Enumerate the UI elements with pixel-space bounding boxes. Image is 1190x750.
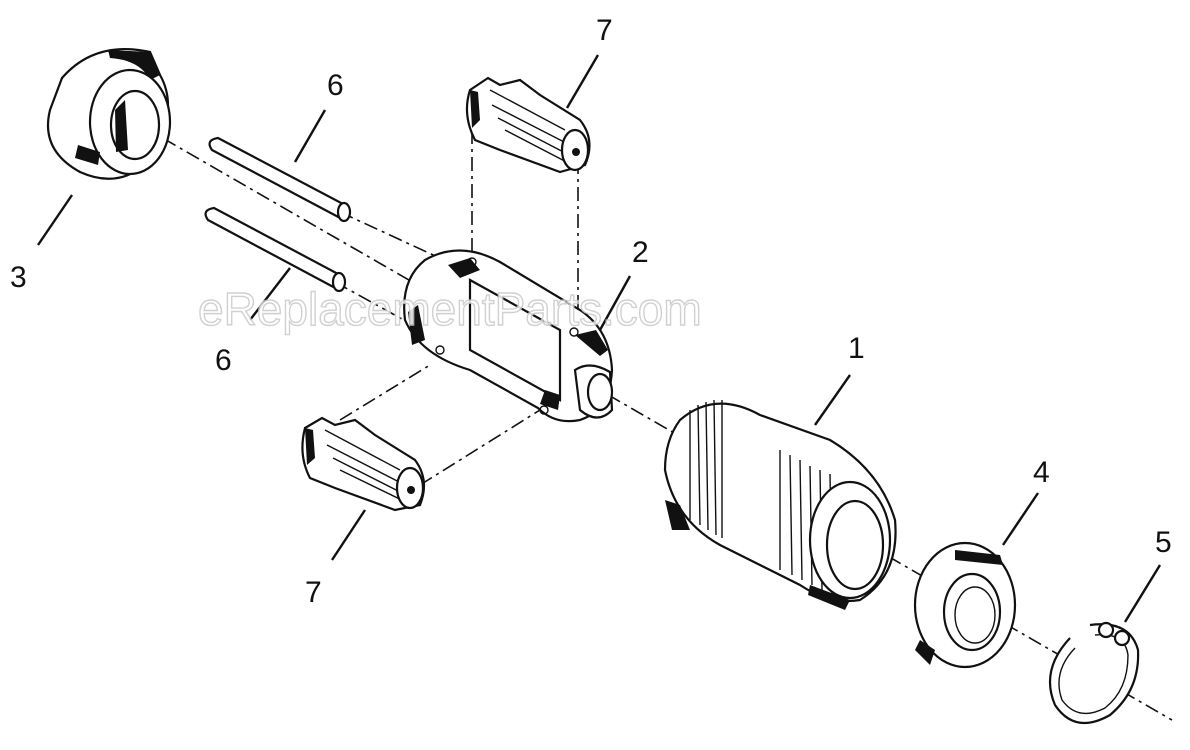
callout-part-1: 1 [848,332,865,365]
part-2-planet-carrier [403,249,614,423]
part-4-bearing [913,541,1017,669]
part-3-flanged-bushing [46,48,172,180]
part-7-bottom-gear [301,416,426,512]
callout-part-7-bottom: 7 [305,576,322,609]
callout-part-6-top: 6 [327,69,344,102]
callout-part-7-top: 7 [596,14,613,47]
callout-numbers: 7 6 3 6 2 1 4 5 7 [10,14,1172,609]
callout-part-4: 4 [1033,456,1050,489]
watermark-text: eReplacementParts.com [198,283,702,335]
part-5-retaining-ring [1048,621,1140,725]
part-1-threaded-ring [663,399,897,610]
callout-part-6-bottom: 6 [215,344,232,377]
leader-lines [37,54,1162,623]
part-7-top-gear [465,76,591,174]
callout-part-2: 2 [632,236,649,269]
callout-part-5: 5 [1155,526,1172,559]
callout-part-3: 3 [10,261,27,294]
assembly-axes [139,124,1173,721]
part-6-pins [204,136,352,293]
